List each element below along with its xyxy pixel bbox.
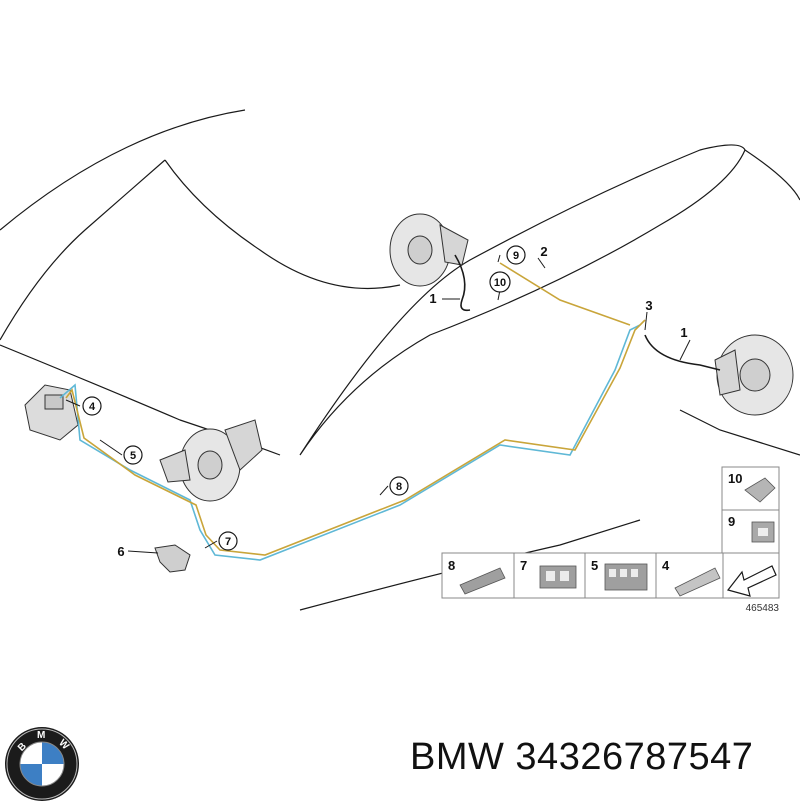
brake-pipes — [59, 254, 721, 561]
callout-4: 4 — [82, 396, 102, 416]
callout-6-label: 6 — [117, 544, 124, 559]
clip-bracket-icon — [744, 477, 776, 503]
brake-master-cylinder — [24, 384, 79, 441]
callout-3-label: 3 — [645, 298, 652, 313]
callout-1a-label: 1 — [429, 291, 436, 306]
callout-8: 8 — [389, 476, 409, 496]
cable-holder-icon — [751, 521, 775, 543]
hose-holder-icon — [674, 567, 721, 597]
callout-2-label: 2 — [540, 244, 547, 259]
front-brake-disc-right — [389, 213, 469, 287]
callout-7-label: 7 — [225, 536, 231, 548]
callout-10: 10 — [489, 271, 511, 293]
multi-clip-icon — [604, 563, 648, 591]
callout-10-label: 10 — [494, 277, 506, 289]
legend-right-column: 10 9 — [721, 466, 780, 554]
callout-8-label: 8 — [396, 481, 402, 493]
legend-label-7: 7 — [520, 558, 527, 573]
front-brake-disc-left — [159, 419, 263, 502]
pressure-sensor — [154, 544, 191, 573]
pipe-clip-icon — [459, 567, 506, 595]
leader-lines — [65, 254, 691, 554]
callout-9: 9 — [506, 245, 526, 265]
callout-7: 7 — [218, 531, 238, 551]
double-clip-icon — [539, 565, 577, 589]
arrow-icon — [726, 565, 777, 597]
callout-4-label: 4 — [89, 401, 96, 413]
bmw-roundel-logo: B M W — [5, 727, 79, 801]
legend-label-9: 9 — [728, 514, 735, 529]
legend-label-8: 8 — [448, 558, 455, 573]
legend-label-4: 4 — [662, 558, 670, 573]
callout-9-label: 9 — [513, 250, 519, 262]
diagram-number: 465483 — [746, 603, 780, 614]
legend-bottom-row: 8 7 5 4 — [441, 552, 780, 599]
rear-brake-disc — [714, 334, 794, 416]
svg-text:M: M — [37, 730, 45, 741]
callout-1b-label: 1 — [680, 325, 687, 340]
legend-label-10: 10 — [728, 471, 742, 486]
callout-5-label: 5 — [130, 450, 136, 462]
part-number-title: BMW 34326787547 — [410, 736, 754, 778]
callout-5: 5 — [123, 445, 143, 465]
legend-label-5: 5 — [591, 558, 598, 573]
